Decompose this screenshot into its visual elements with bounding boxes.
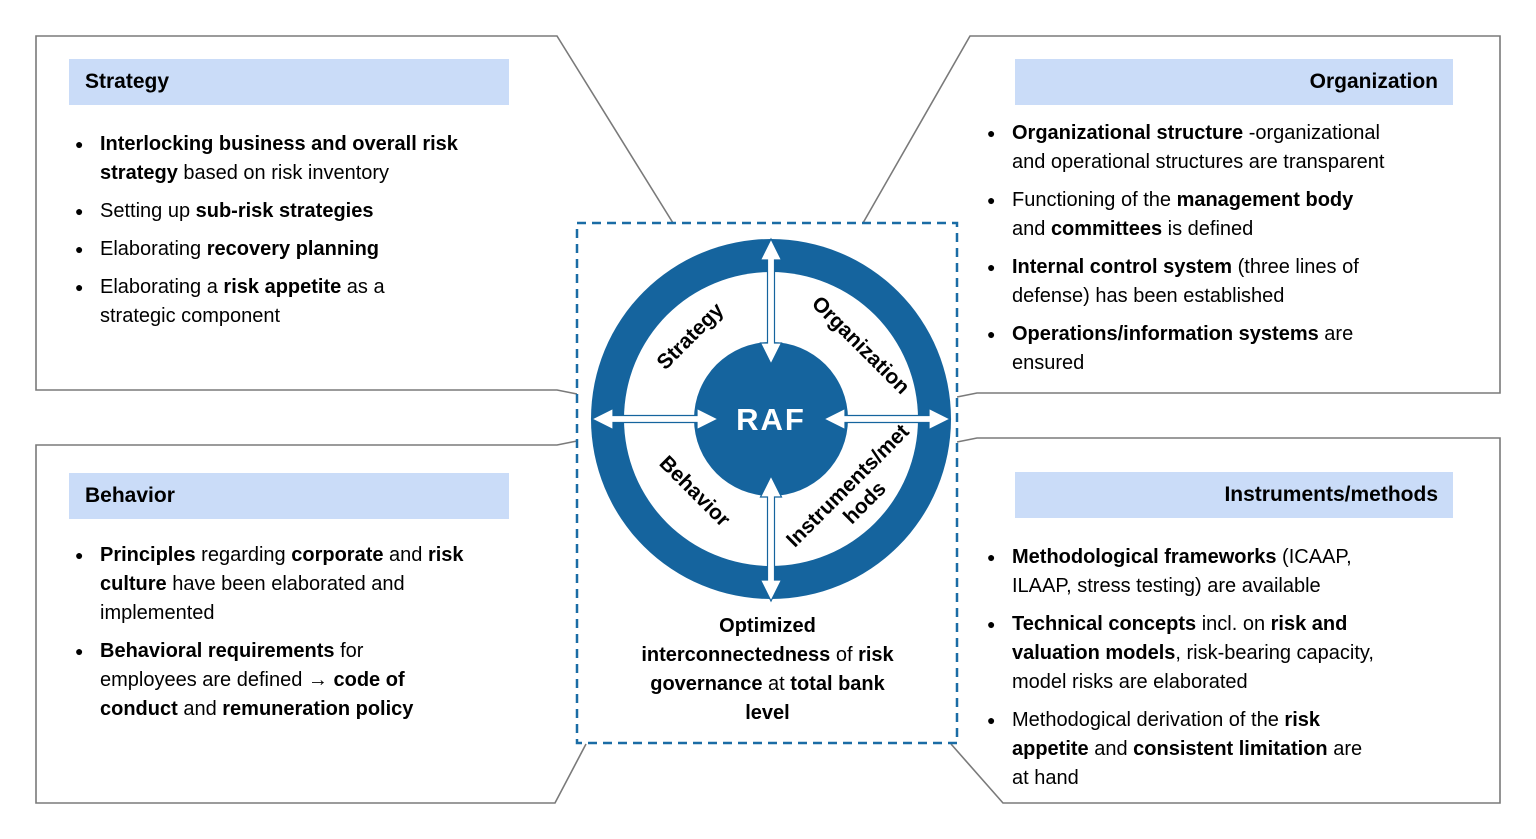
- bullet-item: Interlocking business and overall risk s…: [69, 130, 547, 188]
- bullet-item: Operations/information systems are ensur…: [981, 320, 1479, 378]
- callout-outline-behavior: [35, 440, 587, 804]
- raf-hub-circle: [694, 342, 848, 496]
- quadrant-title-bar-instruments-methods: Instruments/methods: [1015, 472, 1453, 518]
- bullet-item: Methodogical derivation of the risk appe…: [981, 706, 1479, 793]
- bullet-list-organization: Organizational structure -organizational…: [981, 119, 1479, 387]
- callout-outline-strategy: [35, 35, 674, 395]
- bullet-item: Elaborating a risk appetite as a strateg…: [69, 273, 547, 331]
- quadrant-title-instruments-methods: Instruments/methods: [1224, 483, 1438, 506]
- quadrant-title-bar-organization: Organization: [1015, 59, 1453, 105]
- bullet-list-strategy: Interlocking business and overall risk s…: [69, 130, 547, 340]
- bullet-item: Technical concepts incl. on risk and val…: [981, 610, 1479, 697]
- bullet-list-instruments-methods: Methodological frameworks (ICAAP, ILAAP,…: [981, 543, 1479, 802]
- double-arrow-bottom-icon: [759, 474, 783, 603]
- center-caption: Optimized interconnectedness of risk gov…: [641, 615, 894, 724]
- bullet-item: Principles regarding corporate and risk …: [69, 541, 547, 628]
- double-arrow-top-icon: [759, 237, 783, 366]
- quadrant-title-bar-strategy: Strategy: [69, 59, 509, 105]
- quadrant-title-organization: Organization: [1309, 70, 1438, 93]
- callout-outline-organization: [862, 35, 1501, 398]
- bullet-item: Setting up sub-risk strategies: [69, 197, 547, 226]
- bullet-item: Methodological frameworks (ICAAP, ILAAP,…: [981, 543, 1479, 601]
- raf-hub-label: RAF: [736, 402, 806, 437]
- bullet-item: Functioning of the management body and c…: [981, 186, 1479, 244]
- bullet-item: Internal control system (three lines of …: [981, 253, 1479, 311]
- quadrant-title-strategy: Strategy: [85, 70, 170, 93]
- double-arrow-right-icon: [822, 407, 952, 431]
- quadrant-title-bar-behavior: Behavior: [69, 473, 509, 519]
- double-arrow-left-icon: [590, 407, 720, 431]
- quadrant-title-behavior: Behavior: [85, 484, 175, 507]
- bullet-list-behavior: Principles regarding corporate and risk …: [69, 541, 547, 733]
- bullet-item: Organizational structure -organizational…: [981, 119, 1479, 177]
- bullet-item: Elaborating recovery planning: [69, 235, 547, 264]
- callout-outline-instruments: [950, 437, 1501, 804]
- bullet-item: Behavioral requirements for employees ar…: [69, 637, 547, 724]
